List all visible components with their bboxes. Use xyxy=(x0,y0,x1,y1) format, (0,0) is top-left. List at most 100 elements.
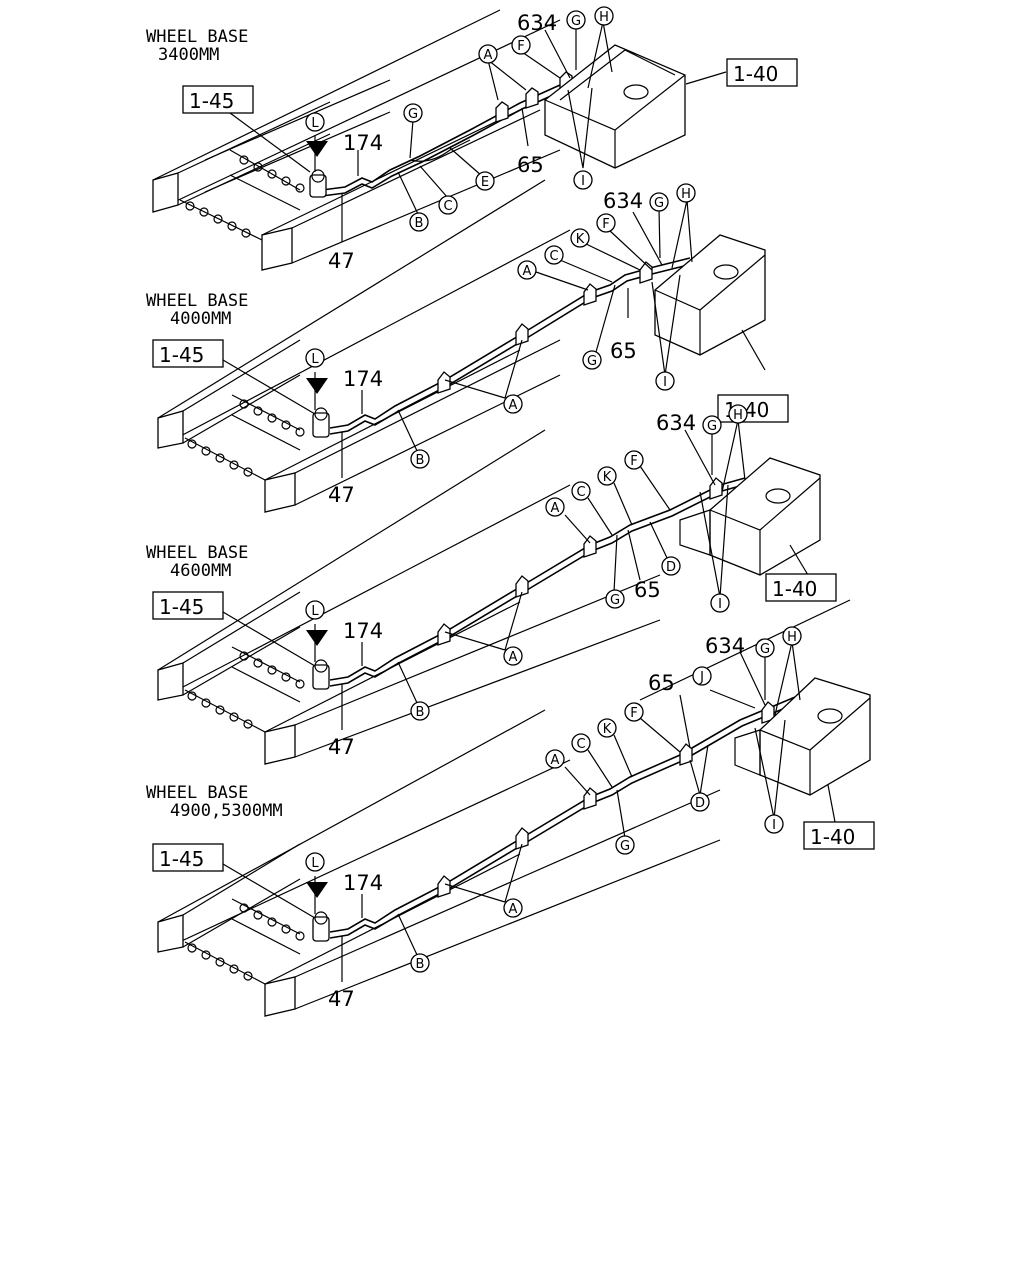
callout-l: L xyxy=(305,600,325,620)
callout-g: G xyxy=(649,192,669,212)
arrow-down-icon xyxy=(306,882,328,898)
part-174: 174 xyxy=(343,131,383,155)
section-wb-4600: WHEEL BASE 4600MM xyxy=(146,404,837,765)
wheelbase-value: 4600MM xyxy=(170,561,231,581)
svg-text:L: L xyxy=(311,604,319,619)
callout-i: I xyxy=(764,814,784,834)
callout-d: D xyxy=(690,792,710,812)
svg-text:G: G xyxy=(654,196,664,211)
callout-b: B xyxy=(410,449,430,469)
fuel-pipe xyxy=(329,257,691,429)
ref-filter[interactable]: 1-45 xyxy=(152,591,224,620)
wheelbase-value: 3400MM xyxy=(158,45,219,65)
svg-text:F: F xyxy=(630,706,637,721)
ref-filter[interactable]: 1-45 xyxy=(152,339,224,368)
part-47: 47 xyxy=(328,483,355,507)
arrow-down-icon xyxy=(306,630,328,646)
callout-a: A xyxy=(503,898,523,918)
svg-text:A: A xyxy=(551,753,560,768)
callout-f: F xyxy=(511,35,531,55)
part-47: 47 xyxy=(328,735,355,759)
svg-text:G: G xyxy=(408,107,418,122)
callout-a: A xyxy=(478,44,498,64)
part-174: 174 xyxy=(343,367,383,391)
callout-g: G xyxy=(403,103,423,123)
leader-lines xyxy=(222,641,836,982)
callout-j: J xyxy=(692,666,712,686)
svg-text:1-40: 1-40 xyxy=(810,825,855,849)
svg-text:G: G xyxy=(610,593,620,608)
pipe-clips xyxy=(437,701,775,898)
callout-a: A xyxy=(503,394,523,414)
svg-text:A: A xyxy=(509,650,518,665)
ref-tank[interactable]: 1-40 xyxy=(765,573,837,602)
svg-text:I: I xyxy=(718,597,722,612)
callout-l: L xyxy=(305,852,325,872)
svg-text:C: C xyxy=(549,249,558,264)
leader-lines xyxy=(222,419,809,730)
fuel-tank xyxy=(734,677,871,796)
fuel-pipe xyxy=(329,694,801,933)
part-174: 174 xyxy=(343,871,383,895)
part-65: 65 xyxy=(610,339,637,363)
ref-tank[interactable]: 1-40 xyxy=(717,394,789,423)
part-65: 65 xyxy=(634,578,661,602)
section-wb-3400: WHEEL BASE 3400MM xyxy=(146,6,798,273)
svg-text:L: L xyxy=(311,116,319,131)
ref-tank[interactable]: 1-40 xyxy=(803,821,875,850)
svg-text:G: G xyxy=(707,419,717,434)
svg-text:H: H xyxy=(599,10,609,25)
callout-h: H xyxy=(782,626,802,646)
callout-g: G xyxy=(702,415,722,435)
svg-text:I: I xyxy=(663,375,667,390)
svg-text:K: K xyxy=(603,722,612,737)
svg-text:I: I xyxy=(581,174,585,189)
part-634: 634 xyxy=(603,189,643,213)
fuel-filter xyxy=(309,169,327,198)
wheelbase-label: WHEEL BASE xyxy=(146,291,248,311)
callout-d: D xyxy=(661,556,681,576)
callout-e: E xyxy=(475,171,495,191)
svg-text:B: B xyxy=(415,216,424,231)
section-wb-4900-5300: WHEEL BASE 4900,5300MM xyxy=(146,599,875,1017)
callout-k: K xyxy=(570,228,590,248)
svg-text:A: A xyxy=(551,501,560,516)
svg-text:F: F xyxy=(517,39,524,54)
callout-c: C xyxy=(438,195,458,215)
fuel-pipe xyxy=(321,69,591,191)
svg-text:D: D xyxy=(695,796,705,811)
svg-text:G: G xyxy=(760,642,770,657)
ref-filter[interactable]: 1-45 xyxy=(152,843,224,872)
ref-filter[interactable]: 1-45 xyxy=(182,85,254,114)
fuel-filter xyxy=(312,407,330,438)
callout-k: K xyxy=(597,718,617,738)
svg-text:B: B xyxy=(416,957,425,972)
callout-g: G xyxy=(582,350,602,370)
callout-h: H xyxy=(594,6,614,26)
part-65: 65 xyxy=(517,153,544,177)
callout-c: C xyxy=(571,481,591,501)
callout-a: A xyxy=(503,646,523,666)
svg-text:A: A xyxy=(509,398,518,413)
callout-b: B xyxy=(410,701,430,721)
frame-rails xyxy=(157,599,851,1017)
svg-text:I: I xyxy=(772,818,776,833)
part-634: 634 xyxy=(517,11,557,35)
part-47: 47 xyxy=(328,249,355,273)
frame-rails xyxy=(157,179,571,513)
callout-g: G xyxy=(755,638,775,658)
fuel-pipe xyxy=(329,477,746,681)
callout-k: K xyxy=(597,466,617,486)
callout-g: G xyxy=(605,589,625,609)
svg-text:G: G xyxy=(571,14,581,29)
fuel-filter xyxy=(312,911,330,942)
fuel-tank xyxy=(679,457,821,576)
svg-text:H: H xyxy=(681,187,691,202)
ref-tank[interactable]: 1-40 xyxy=(726,58,798,87)
fuel-tank xyxy=(544,44,686,169)
callout-g: G xyxy=(566,10,586,30)
svg-text:A: A xyxy=(523,264,532,279)
wheelbase-label: WHEEL BASE xyxy=(146,543,248,563)
svg-text:F: F xyxy=(602,217,609,232)
